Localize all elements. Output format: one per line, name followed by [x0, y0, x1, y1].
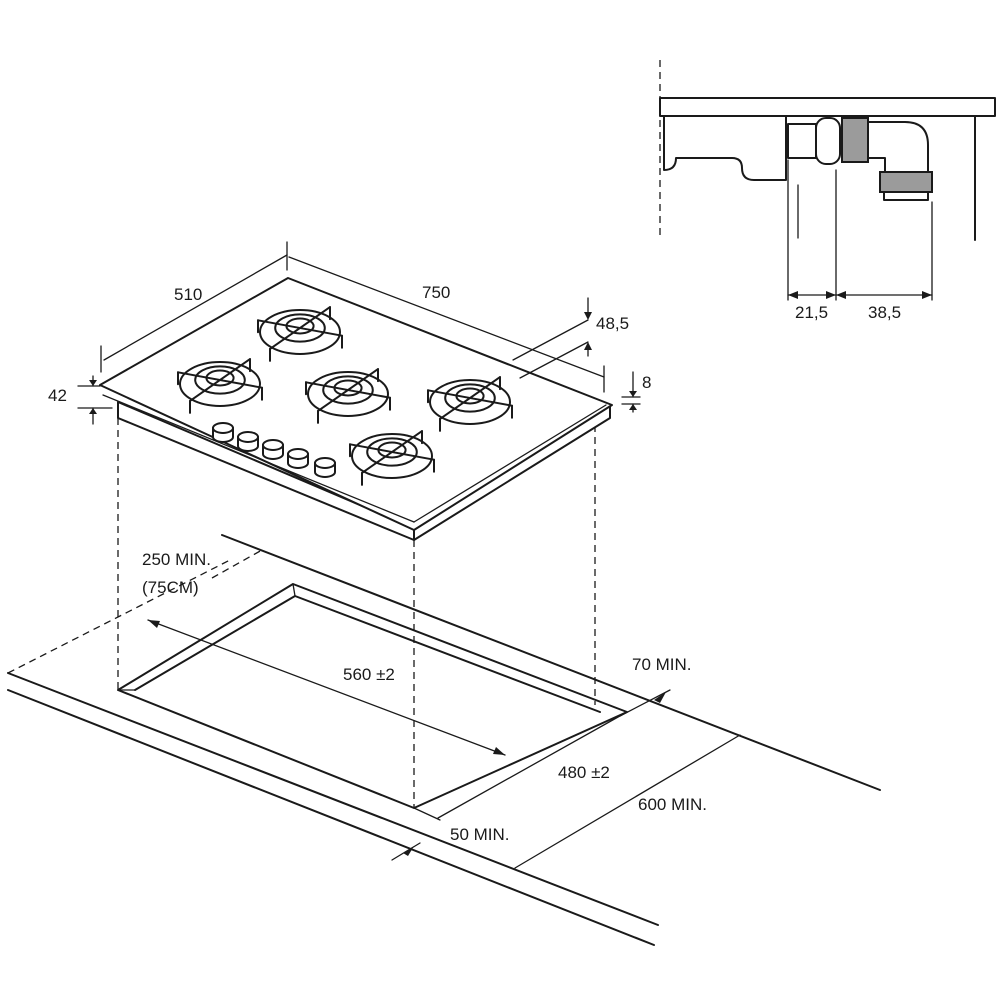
detail-worktop-section [659, 97, 996, 117]
arrow-right [826, 291, 836, 299]
burner-ring-mid [444, 383, 496, 413]
dim-side-clearance-line [619, 689, 671, 717]
worktop-front-edge-top [7, 672, 659, 926]
knob-top [314, 457, 336, 469]
knob-top [212, 422, 234, 434]
control-knob-icon [212, 422, 234, 443]
label-glass-thickness: 8 [642, 373, 651, 392]
pan-support-bar [189, 358, 251, 402]
pan-support-burner-icon [305, 368, 391, 424]
detail-hob-profile [663, 115, 787, 181]
arrow-down [584, 312, 592, 320]
hob-glass-edge-right [413, 404, 607, 523]
control-knob-icon [314, 457, 336, 478]
pan-support-bar [317, 368, 379, 412]
dim-cutout-depth-ext [413, 807, 441, 821]
gas-connection-detail: 21,5 38,5 [659, 60, 996, 322]
arrow-up [89, 408, 97, 414]
arrow-right [922, 291, 932, 299]
dim-cutout-depth-line [437, 711, 628, 819]
worktop-front-edge-bottom [7, 689, 655, 946]
cutout-corner-line-back [292, 583, 296, 597]
gas-thread [879, 171, 933, 193]
label-cutout-width: 560 ±2 [343, 665, 395, 684]
dim-burner-ext-top [512, 319, 589, 361]
arrow-left [148, 620, 160, 628]
burner-ring-mid [322, 375, 374, 405]
label-burner-height: 48,5 [596, 314, 629, 333]
pan-support-burner-icon [349, 430, 435, 486]
label-back-clearance: 250 MIN. [142, 550, 211, 569]
worktop-back-edge [221, 534, 881, 791]
worktop-left-edge-dashed [7, 559, 231, 674]
arrow-left [788, 291, 798, 299]
label-side-clearance: 70 MIN. [632, 655, 692, 674]
pan-support-bar [269, 306, 331, 350]
dim-width-line [288, 256, 605, 378]
label-total-height: 42 [48, 386, 67, 405]
dim-back-clearance-line [211, 549, 263, 579]
arrow-up [584, 342, 592, 350]
arrow-left [836, 291, 846, 299]
arrow-right [493, 747, 505, 755]
label-gas-offset-a: 21,5 [795, 303, 828, 322]
burners [177, 306, 513, 486]
dim-worktop-depth-line [514, 734, 741, 869]
pan-support-bar [439, 376, 501, 420]
label-worktop-depth: 600 MIN. [638, 795, 707, 814]
control-knobs [212, 422, 336, 478]
arrow-down [89, 380, 97, 386]
pan-support-burner-icon [427, 376, 513, 432]
control-knob-icon [237, 431, 259, 452]
label-gas-offset-b: 38,5 [868, 303, 901, 322]
knob-top [287, 448, 309, 460]
dim-depth-line [103, 254, 288, 361]
control-knob-icon [262, 439, 284, 460]
label-cutout-depth: 480 ±2 [558, 763, 610, 782]
gas-elbow-connector-icon [867, 121, 929, 173]
hob-dimensions: 510 750 48,5 8 42 [48, 241, 651, 425]
knob-top [262, 439, 284, 451]
arrow-right [403, 846, 414, 856]
burner-ring-mid [194, 365, 246, 395]
cutout [117, 583, 628, 809]
gas-seal [841, 117, 869, 163]
burner-ring-mid [366, 437, 418, 467]
cutout-dimensions: 250 MIN. (75CM) 560 ±2 480 ±2 70 MIN. 60… [142, 549, 741, 869]
gas-nut [815, 117, 841, 165]
arrow-down [629, 391, 637, 397]
burner-ring-mid [274, 313, 326, 343]
dim-burner-ext-bottom [519, 341, 589, 379]
arrow-up [629, 404, 637, 410]
hob-glass-edge [102, 394, 415, 523]
label-back-clearance-alt: (75CM) [142, 578, 199, 597]
cutout-outer [117, 583, 628, 809]
dim-cutout-width-line [147, 619, 506, 756]
worktop [7, 534, 881, 946]
knob-top [237, 431, 259, 443]
gas-inlet-stub [787, 123, 817, 159]
pan-support-burner-icon [177, 358, 263, 414]
label-front-clearance: 50 MIN. [450, 825, 510, 844]
label-width: 750 [422, 283, 450, 302]
arrow-right [654, 692, 666, 703]
projection-lines [117, 418, 596, 808]
label-depth: 510 [174, 285, 202, 304]
control-knob-icon [287, 448, 309, 469]
gas-outlet [883, 191, 929, 201]
pan-support-burner-icon [257, 306, 343, 362]
pan-support-bar [361, 430, 423, 474]
